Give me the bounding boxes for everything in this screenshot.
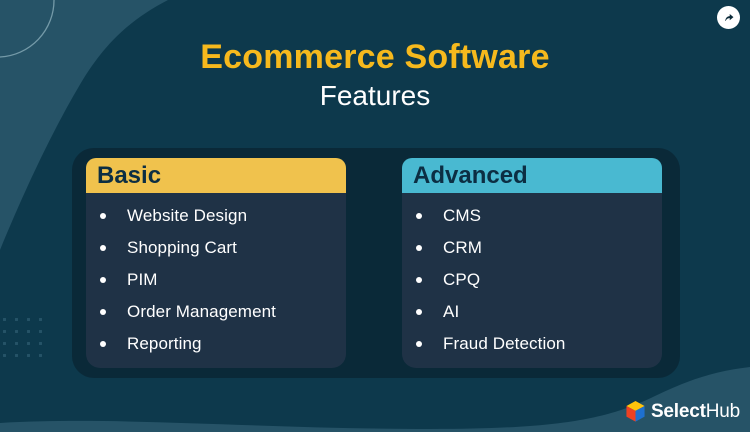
advanced-feature-list: CMS CRM CPQ AI Fraud Detection [402,200,662,360]
page-title: Ecommerce Software [200,38,550,76]
bullet-icon [100,309,106,315]
feature-list-item: Website Design [86,200,346,232]
share-button[interactable] [717,6,740,29]
advanced-column-body: CMS CRM CPQ AI Fraud Detection [402,193,662,368]
brand-name-light: Hub [705,400,740,422]
feature-list-item: CPQ [402,264,662,296]
feature-label: AI [443,302,460,321]
bullet-icon [100,341,106,347]
bullet-icon [416,277,422,283]
bullet-icon [416,309,422,315]
feature-list-item: Reporting [86,328,346,360]
feature-label: Reporting [127,334,202,353]
bullet-icon [100,245,106,251]
dot-grid-decoration [3,318,51,366]
feature-label: Website Design [127,206,248,225]
feature-list-item: CRM [402,232,662,264]
feature-list-item: Order Management [86,296,346,328]
feature-label: CMS [443,206,482,225]
feature-list-item: Fraud Detection [402,328,662,360]
bullet-icon [416,341,422,347]
brand-name-bold: Select [650,400,706,422]
share-arrow-icon [725,14,734,22]
bullet-icon [100,277,106,283]
feature-list-item: Shopping Cart [86,232,346,264]
top-left-arc [0,0,55,58]
feature-list-item: PIM [86,264,346,296]
bullet-icon [416,245,422,251]
bullet-icon [100,213,106,219]
feature-list-item: AI [402,296,662,328]
bottom-wave [0,367,750,432]
brand-name: SelectHub [651,401,740,423]
feature-label: Shopping Cart [127,238,237,257]
advanced-column: Advanced CMS CRM CPQ AI Fraud Detection [402,158,662,368]
feature-label: CRM [443,238,483,257]
basic-column-header: Basic [86,158,346,193]
feature-label: Order Management [127,302,277,321]
feature-label: PIM [127,270,158,289]
brand-logo[interactable]: SelectHub [625,400,740,423]
feature-list-item: CMS [402,200,662,232]
top-left-blob [0,0,168,250]
feature-label: Fraud Detection [443,334,566,353]
advanced-column-header: Advanced [402,158,662,193]
page-subtitle: Features [319,80,431,111]
selecthub-cube-icon [626,401,645,422]
bullet-icon [416,213,422,219]
feature-label: CPQ [443,270,481,289]
